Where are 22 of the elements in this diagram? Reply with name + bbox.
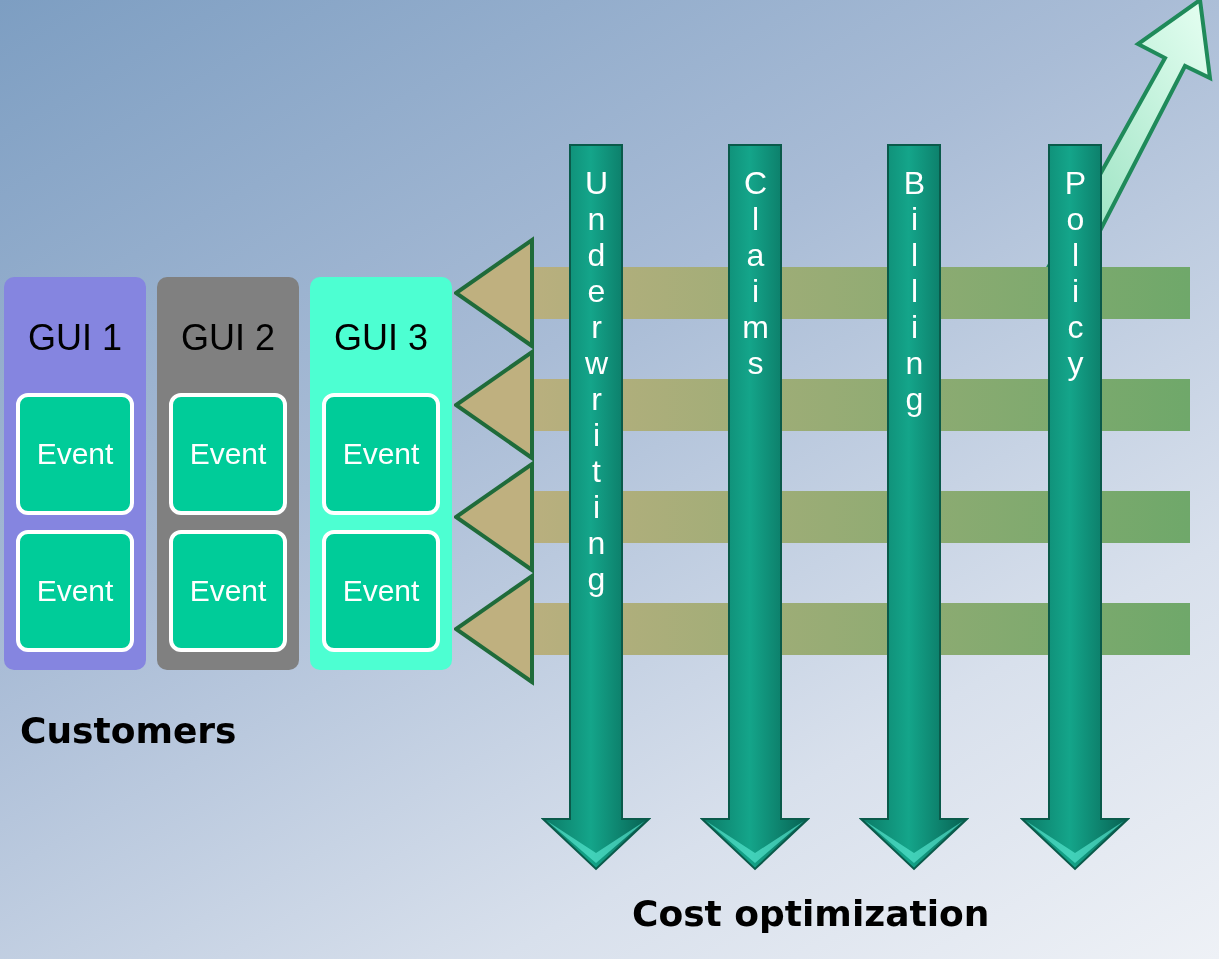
caption-label: Cost optimization [632,893,990,934]
arrow-label: Underwriting [577,165,615,597]
event-box: Event [322,393,440,515]
arrow-label: Billing [895,165,933,417]
arrow [454,238,1190,348]
event-box: Event [16,393,134,515]
panel-title: GUI 2 [180,317,276,359]
panel [157,277,299,670]
panel [310,277,452,670]
event-box: Event [16,530,134,652]
panel [4,277,146,670]
arrow-label: Claims [736,165,774,381]
event-box: Event [322,530,440,652]
arrow-label: Policy [1056,165,1094,381]
caption-label: Customers [20,710,237,751]
arrow [454,462,1190,572]
event-box: Event [169,530,287,652]
panel-title: GUI 3 [333,317,429,359]
panel-title: GUI 1 [27,317,123,359]
arrow [454,350,1190,460]
event-box: Event [169,393,287,515]
arrow [454,574,1190,684]
